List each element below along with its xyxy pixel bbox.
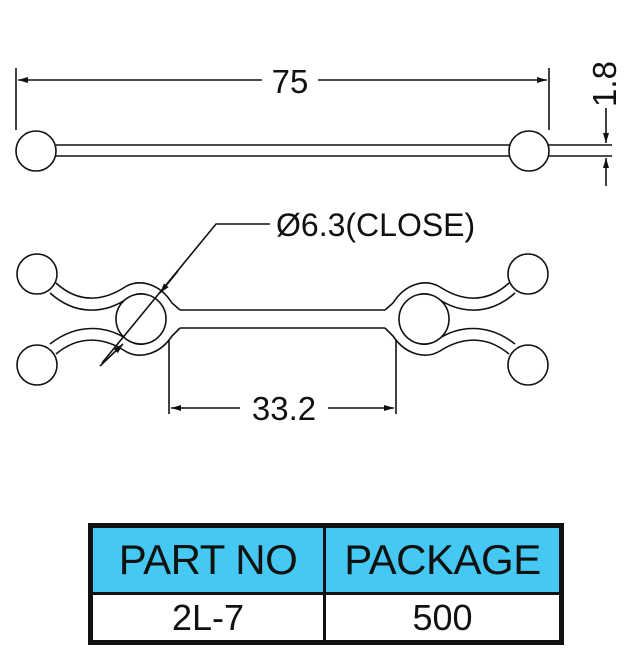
arm-upper-right-outer [384, 282, 510, 311]
front-view [16, 223, 549, 414]
value-package: 500 [412, 596, 473, 638]
end-ball-upper-right [507, 253, 549, 295]
end-ball-lower-right [507, 344, 549, 386]
end-ball-lower-left [16, 344, 58, 386]
top-view [15, 68, 612, 186]
dimension-label-loop-diameter: Ø6.3(CLOSE) [276, 207, 475, 243]
arm-lower-left-outer [55, 327, 181, 356]
arm-lower-right-outer [384, 327, 510, 356]
dimension-label-overall-length: 75 [272, 63, 309, 100]
diameter-arrow-a [159, 270, 179, 294]
dimension-label-thickness: 1.8 [586, 61, 623, 107]
diameter-leader [101, 223, 270, 364]
header-part-no: PART NO [93, 528, 326, 595]
diameter-arrow-b [99, 343, 124, 367]
header-package: PACKAGE [326, 528, 559, 595]
end-ball-upper-left [16, 253, 58, 295]
end-ball-left [15, 130, 57, 172]
loop-right [398, 293, 450, 345]
dimension-label-loop-spacing: 33.2 [252, 390, 316, 427]
end-ball-right [508, 130, 550, 172]
value-part-no: 2L-7 [93, 595, 326, 640]
spec-table: PART NO PACKAGE 2L-7 500 [88, 523, 564, 645]
